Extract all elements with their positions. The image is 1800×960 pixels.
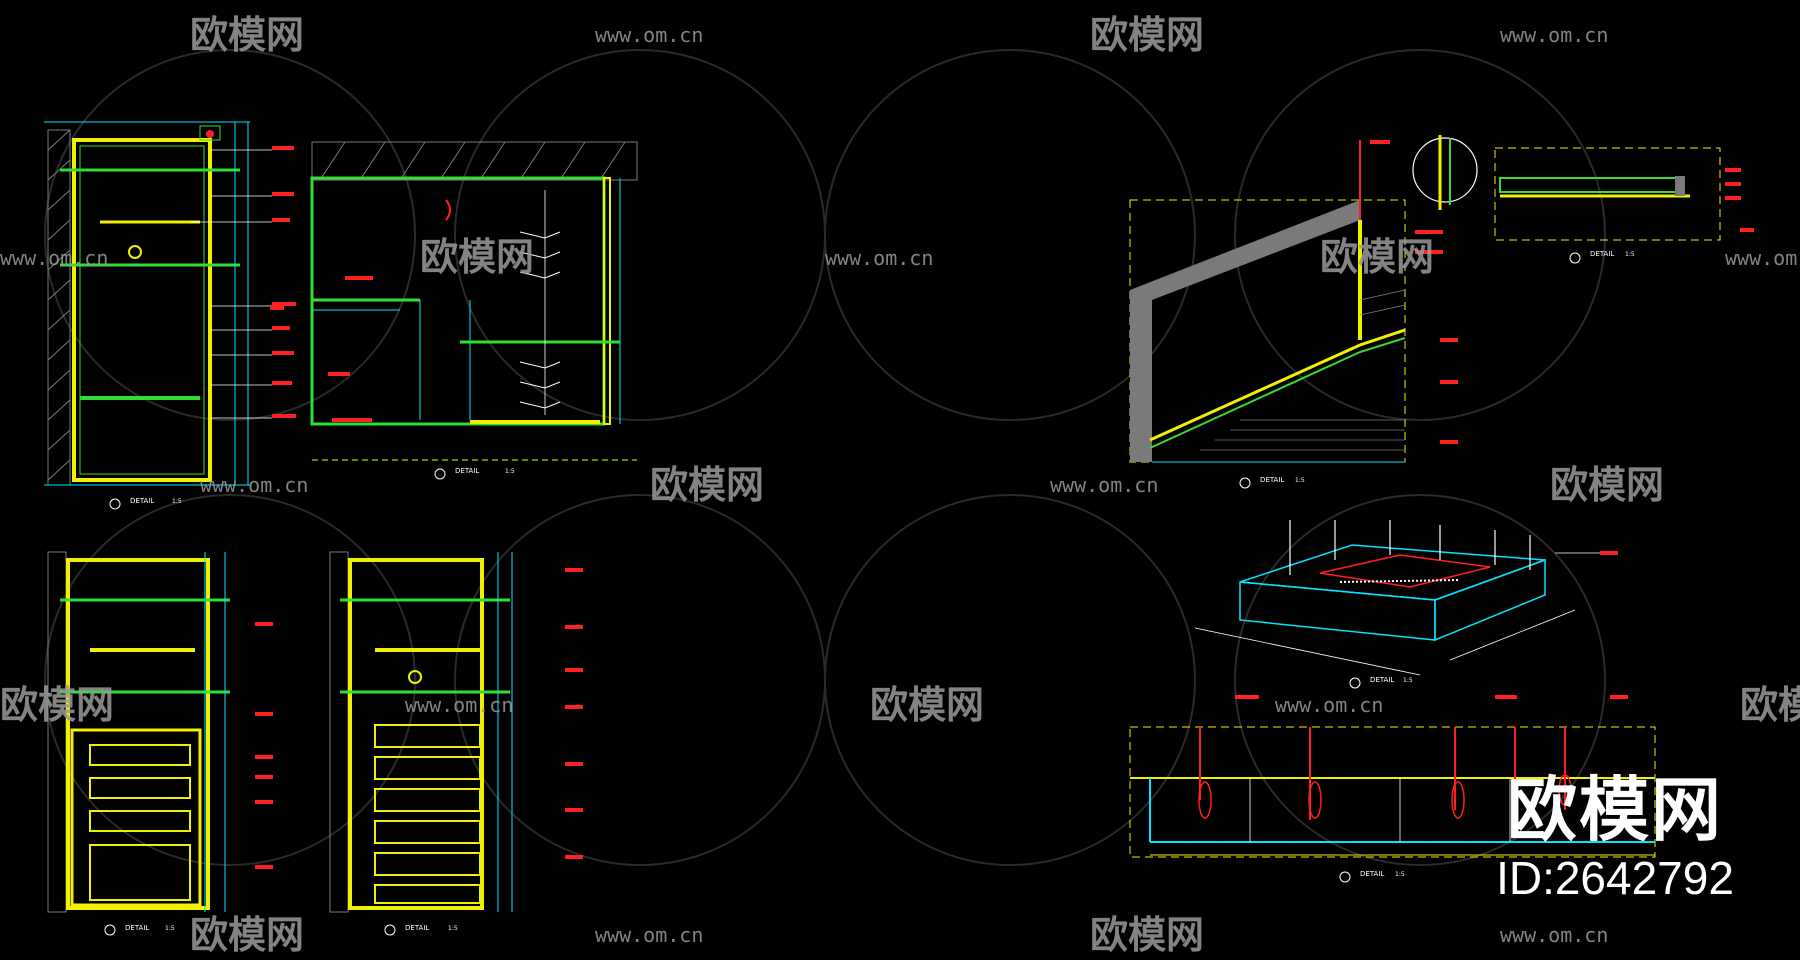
scale-label: 1:5 <box>1625 251 1635 258</box>
detail-label: DETAIL <box>405 924 429 932</box>
detail-ceiling-elevation: DETAIL 1:5 <box>1129 695 1656 883</box>
detail-label: DETAIL <box>125 924 149 932</box>
detail-wall-elevation-c: DETAIL 1:5 <box>329 551 583 936</box>
detail-label: DETAIL <box>130 497 154 505</box>
detail-label: DETAIL <box>1260 476 1284 484</box>
watermark-brand: 欧模网 <box>870 683 984 727</box>
detail-magnified-joint: DETAIL 1:5 <box>1412 135 1754 264</box>
detail-wardrobe-section: DETAIL 1:5 <box>270 141 638 480</box>
watermark-url: www.om.cn <box>200 473 308 497</box>
watermark-url: www.om.cn <box>595 23 703 47</box>
watermark-url: www.om.cn <box>1725 246 1800 270</box>
scale-label: 1:5 <box>505 468 515 475</box>
watermark-url: www.om.cn <box>1275 693 1383 717</box>
watermark-url: www.om.cn <box>595 923 703 947</box>
watermark-brand: 欧模网 <box>1320 235 1434 279</box>
scale-label: 1:5 <box>1395 871 1405 878</box>
watermark-brand: 欧模网 <box>190 913 304 957</box>
watermark-url: www.om.cn <box>1500 23 1608 47</box>
watermark-circles <box>44 49 1606 866</box>
scale-label: 1:5 <box>1403 677 1413 684</box>
detail-wall-elevation-a: DETAIL 1:5 <box>44 121 296 510</box>
watermark-url: www.om.cn <box>0 246 108 270</box>
watermark-brand: 欧模网 <box>420 235 534 279</box>
detail-label: DETAIL <box>1360 870 1384 878</box>
watermark-url: www.om.cn <box>825 246 933 270</box>
watermark-brand: 欧模网 <box>0 683 114 727</box>
scale-label: 1:5 <box>165 925 175 932</box>
detail-label: DETAIL <box>1590 250 1614 258</box>
detail-label: DETAIL <box>1370 676 1394 684</box>
watermark-brand: 欧模网 <box>1090 13 1204 57</box>
watermark-layer: 欧模网 www.om.cn 欧模网 www.om.cn www.om.cn 欧模… <box>0 13 1800 957</box>
watermark-url: www.om.cn <box>405 693 513 717</box>
scale-label: 1:5 <box>1295 477 1305 484</box>
watermark-url: www.om.cn <box>1500 923 1608 947</box>
watermark-brand: 欧模网 <box>1740 683 1800 727</box>
scale-label: 1:5 <box>448 925 458 932</box>
watermark-brand: 欧模网 <box>1090 913 1204 957</box>
watermark-brand: 欧模网 <box>1550 463 1664 507</box>
detail-label: DETAIL <box>455 467 479 475</box>
scale-label: 1:5 <box>172 498 182 505</box>
detail-isometric-ceiling: DETAIL 1:5 <box>1194 520 1618 689</box>
detail-wall-elevation-b: DETAIL 1:5 <box>47 551 273 936</box>
watermark-url: www.om.cn <box>1050 473 1158 497</box>
watermark-brand: 欧模网 <box>190 13 304 57</box>
detail-sloped-ceiling: DETAIL 1:5 <box>1129 140 1458 489</box>
watermark-brand: 欧模网 <box>650 463 764 507</box>
